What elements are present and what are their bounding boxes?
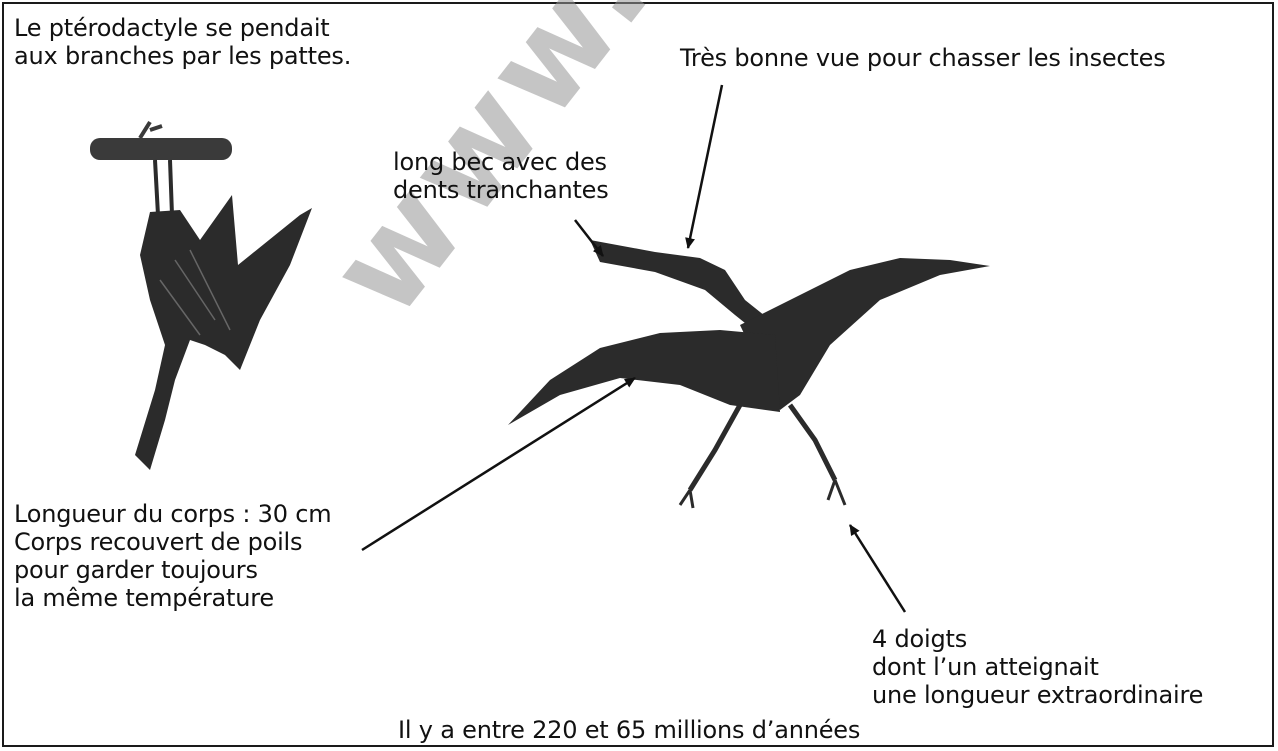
branch (90, 138, 232, 160)
body-label: Longueur du corps : 30 cm Corps recouver… (14, 500, 331, 612)
hanging-legs (155, 160, 172, 215)
body-label-line-4: la même température (14, 584, 331, 612)
flying-pterodactyl (508, 240, 990, 508)
beak-label-line-2: dents tranchantes (393, 176, 609, 204)
arrow-vision (688, 85, 722, 248)
branch-twig (140, 122, 162, 138)
arrow-beak (575, 220, 603, 256)
body-label-line-1: Longueur du corps : 30 cm (14, 500, 331, 528)
fingers-label-line-2: dont l’un atteignait (872, 653, 1203, 681)
fingers-label: 4 doigts dont l’un atteignait une longue… (872, 625, 1203, 709)
arrow-fingers (850, 525, 905, 612)
flying-feet (680, 480, 845, 508)
fingers-label-line-1: 4 doigts (872, 625, 1203, 653)
beak-label: long bec avec des dents tranchantes (393, 148, 609, 204)
body-label-line-2: Corps recouvert de poils (14, 528, 331, 556)
vision-label: Très bonne vue pour chasser les insectes (680, 44, 1166, 72)
hanging-label-line-2: aux branches par les pattes. (14, 42, 351, 70)
fingers-label-line-3: une longueur extraordinaire (872, 681, 1203, 709)
era-label: Il y a entre 220 et 65 millions d’années (398, 716, 860, 744)
flying-head (590, 240, 770, 335)
hanging-pterodactyl (90, 122, 312, 470)
hanging-label: Le ptérodactyle se pendait aux branches … (14, 14, 351, 70)
body-label-line-3: pour garder toujours (14, 556, 331, 584)
flying-legs (690, 405, 835, 490)
beak-label-line-1: long bec avec des (393, 148, 609, 176)
arrow-body (362, 378, 635, 550)
hanging-label-line-1: Le ptérodactyle se pendait (14, 14, 351, 42)
hanging-body (135, 195, 312, 470)
